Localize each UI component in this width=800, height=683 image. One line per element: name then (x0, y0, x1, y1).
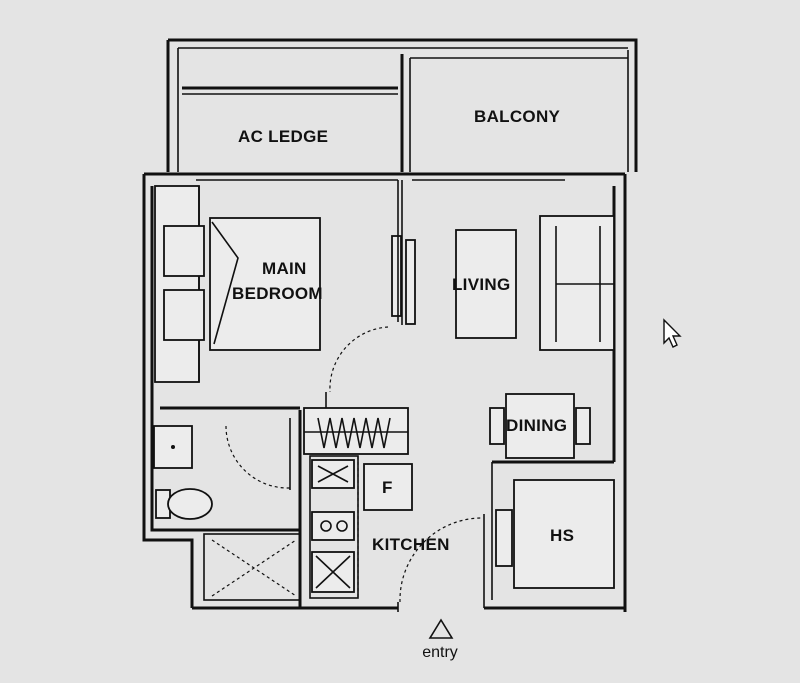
sliding-panel (391, 235, 402, 317)
living-label: LIVING (452, 275, 510, 294)
bathroom-area (150, 410, 302, 608)
hob (311, 511, 355, 541)
hs-box (513, 479, 615, 589)
dining-table (505, 393, 575, 459)
dining-chair-right (575, 407, 591, 445)
main-bedroom-label-2: BEDROOM (232, 284, 323, 303)
fridge-label: F (382, 478, 393, 497)
bathroom-door-swing (225, 425, 291, 489)
living-area (455, 215, 615, 351)
ac-ledge-label: AC LEDGE (238, 127, 328, 146)
triangle-up-icon (428, 618, 454, 639)
hs-door (495, 509, 513, 567)
kitchen-label: KITCHEN (372, 535, 450, 554)
bedside-table-top (163, 225, 205, 277)
hs-label: HS (550, 526, 574, 545)
bedside-table-bottom (163, 289, 205, 341)
wardrobe (154, 185, 200, 383)
mouse-pointer-icon (663, 318, 682, 348)
kitchen-area (303, 407, 485, 612)
household-shelter (491, 460, 615, 600)
balcony-label: BALCONY (474, 107, 561, 126)
bed (209, 217, 321, 351)
bedroom-door-swing (329, 326, 389, 393)
dining-label: DINING (506, 416, 567, 435)
fridge (363, 463, 413, 511)
entry-door-swing (399, 517, 483, 603)
main-bedroom-label-1: MAIN (262, 259, 307, 278)
coffee-table (455, 229, 517, 339)
sliding-panel-2 (405, 239, 416, 325)
bedroom-area (154, 180, 416, 410)
toilet-bowl (167, 488, 213, 520)
bed-fold-line (211, 221, 239, 345)
entry-label: entry (422, 644, 458, 661)
outer-walls (142, 38, 638, 612)
dining-area (489, 393, 591, 459)
sofa (539, 215, 615, 351)
kitchen-counter (309, 455, 359, 599)
dining-chair-left (489, 407, 505, 445)
